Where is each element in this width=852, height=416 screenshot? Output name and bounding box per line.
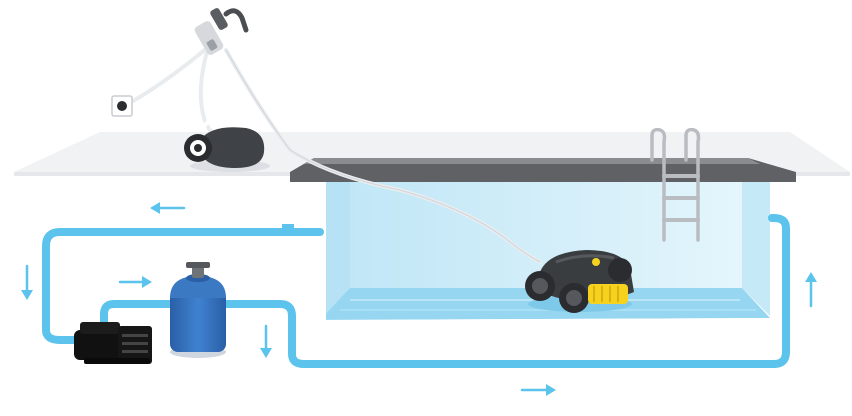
flow-arrow-bottom: [520, 384, 556, 396]
pipe-filter-out: [222, 214, 790, 368]
flow-arrow-up-right: [805, 272, 817, 308]
pipe-return-top: [42, 228, 324, 344]
robot-brush: [588, 284, 628, 304]
sand-filter-icon: [170, 262, 226, 358]
flow-arrows: [21, 202, 817, 396]
pipe-pump-to-filter: [100, 300, 174, 330]
flow-arrow-left: [150, 202, 186, 214]
circulation-pipes: [42, 214, 790, 368]
pool-pump-icon: [74, 322, 152, 364]
flow-arrow-down-left: [21, 264, 33, 300]
flow-arrow-to-filter: [118, 276, 152, 288]
power-outlet-icon: [111, 95, 133, 117]
robot-caddy-icon: [194, 8, 249, 55]
skimmer: [282, 224, 294, 234]
flow-arrow-down-mid: [260, 324, 272, 358]
pool-ladder-icon: [650, 127, 701, 242]
docked-robot-icon: [184, 116, 270, 172]
pool-robot-icon: [525, 250, 634, 313]
